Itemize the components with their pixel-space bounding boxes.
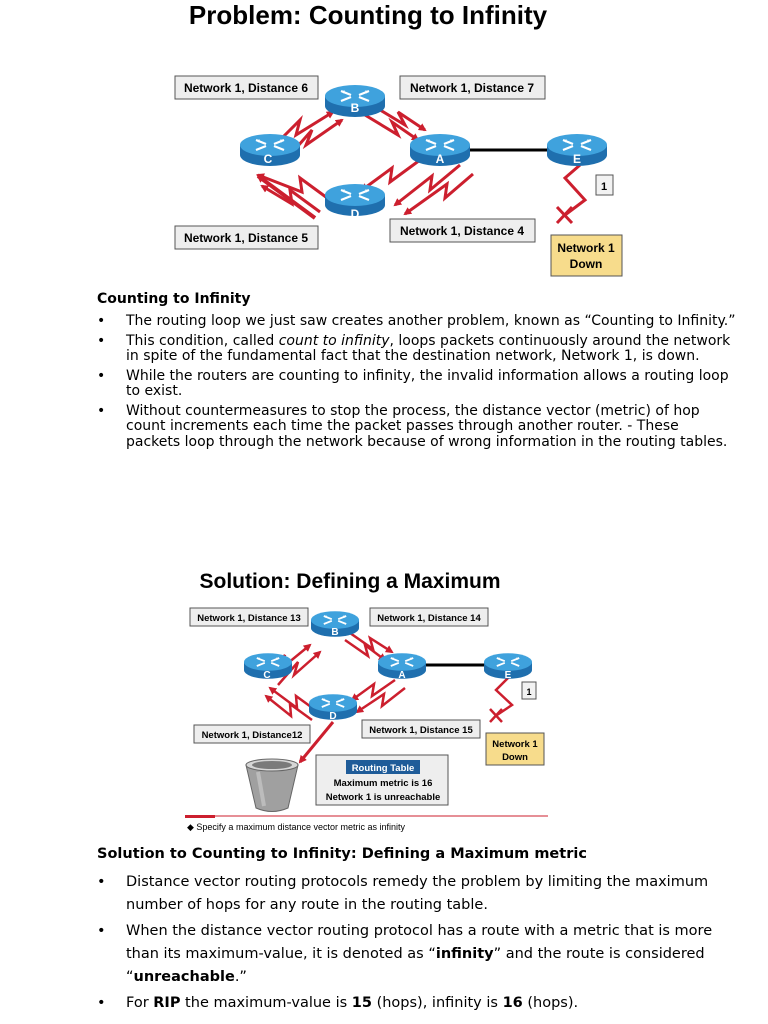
network-down-box-2	[485, 732, 545, 766]
label-b2-left: Network 1, Distance 13	[197, 613, 301, 624]
router-b-letter: B	[351, 101, 360, 115]
list-item: •While the routers are counting to infin…	[97, 367, 729, 399]
bottom-network-diagram: B C A E D Network 1, Distance 13 Network…	[185, 607, 548, 832]
list-item: •For RIP the maximum-value is 15 (hops),…	[97, 995, 579, 1011]
router-c2-letter: C	[263, 670, 270, 681]
network-down-line1: Network 1	[557, 241, 615, 255]
routing-table-line2: Network 1 is unreachable	[326, 792, 441, 803]
problem-title: Problem: Counting to Infinity	[188, 0, 548, 30]
router-a-letter: A	[436, 152, 445, 166]
hop-count-badge: 1	[601, 181, 607, 193]
list-item: •Without countermeasures to stop the pro…	[97, 402, 728, 450]
label-d-left: Network 1, Distance 5	[184, 231, 308, 245]
label-b-left: Network 1, Distance 6	[184, 81, 308, 95]
label-d-right: Network 1, Distance 4	[400, 224, 524, 238]
list-item: •When the distance vector routing protoc…	[97, 923, 713, 985]
top-network-diagram: B C A E D Network 1, Distance 6 Network …	[174, 75, 623, 277]
list-item: •The routing loop we just saw creates an…	[97, 313, 736, 329]
solution-bullets: •Distance vector routing protocols remed…	[97, 871, 717, 1018]
router-b2-letter: B	[331, 627, 338, 638]
list-item: •This condition, called count to infinit…	[97, 332, 731, 364]
counting-heading: Counting to Infinity	[97, 291, 251, 307]
label-d2-right: Network 1, Distance 15	[369, 725, 473, 736]
label-b-right: Network 1, Distance 7	[410, 81, 534, 95]
network-down2-line1: Network 1	[492, 739, 538, 750]
hop-count-badge-2: 1	[526, 687, 531, 697]
solution-heading: Solution to Counting to Infinity: Defini…	[97, 846, 587, 862]
router-e-letter: E	[573, 152, 581, 166]
routing-table-header: Routing Table	[352, 763, 415, 774]
trash-can-icon	[245, 758, 299, 812]
network-down-box	[550, 234, 623, 277]
router-c-letter: C	[264, 152, 273, 166]
top-loop-arrows	[256, 103, 474, 216]
diagram-caption: ◆ Specify a maximum distance vector metr…	[187, 822, 405, 832]
solution-title: Solution: Defining a Maximum	[199, 570, 501, 593]
router-d2-letter: D	[329, 711, 336, 722]
label-b2-right: Network 1, Distance 14	[377, 613, 481, 624]
router-e2-letter: E	[505, 670, 512, 681]
counting-bullets: •The routing loop we just saw creates an…	[97, 313, 737, 454]
network-down2-line2: Down	[502, 752, 528, 763]
network-down-line2: Down	[570, 257, 603, 271]
router-a2-letter: A	[398, 670, 405, 681]
label-d2-left: Network 1, Distance12	[202, 730, 303, 741]
routing-table-line1: Maximum metric is 16	[334, 778, 433, 789]
router-d-letter: D	[351, 207, 360, 221]
list-item: •Distance vector routing protocols remed…	[97, 874, 709, 913]
emphasis-text: count to infinity	[278, 332, 390, 349]
